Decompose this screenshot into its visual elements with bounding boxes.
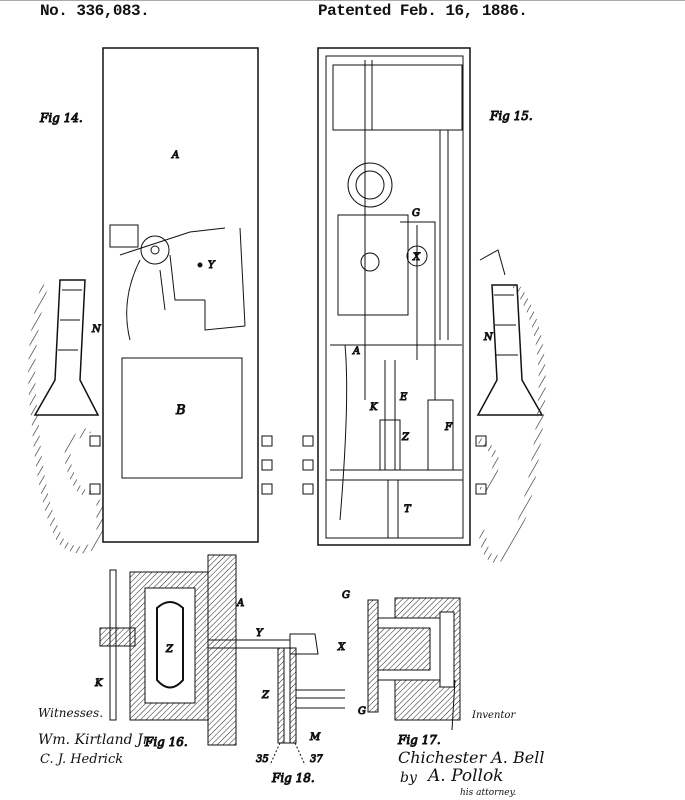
patent-date: Patented Feb. 16, 1886. [318,2,528,20]
fig15-label: Fig 15. [489,109,533,123]
patent-number: No. 336,083. [40,2,150,20]
fig15-handset [476,249,546,563]
witnesses-label: Witnesses. [38,706,104,720]
fig16-part-z: Z [165,644,174,655]
fig14-binding-posts [89,435,273,495]
fig15-part-f: F [444,422,453,433]
fig17-part-g2: G [358,706,366,717]
fig17-section [367,597,461,731]
inventor-signature: Chichester A. Bell [398,748,545,767]
fig15-part-g: G [412,208,420,219]
fig17-part-x: X [337,642,346,653]
inventor-label: Inventor [472,710,516,721]
fig18-part-m: M [309,732,321,743]
fig15-cabinet [317,47,471,546]
fig15-part-z: Z [401,432,410,443]
fig14-cabinet [102,47,259,543]
attorney-signature: A. Pollok [428,766,504,786]
fig15-part-k: K [369,402,378,413]
fig14-label: Fig 14. [39,111,83,125]
fig15-part-n: N [483,332,494,343]
fig18-section [269,647,345,766]
fig18-label: Fig 18. [271,771,315,785]
fig18-part-37: 37 [310,754,323,765]
fig14-part-y: Y [208,260,216,271]
fig15-part-a: A [352,346,360,357]
fig15-tank [332,64,463,131]
fig16-part-a: A [236,598,244,609]
fig15-binding-posts [302,435,487,495]
top-border [0,0,685,1]
fig18-part-z: Z [261,690,270,701]
by-label: by [400,770,417,786]
fig17-label: Fig 17. [397,733,441,747]
witness-1-signature: Wm. Kirtland Jr. [38,732,153,748]
witness-2-signature: C. J. Hedrick [40,752,124,767]
fig14-part-a: A [171,150,179,161]
attorney-label: his attorney. [460,788,517,798]
fig14-part-n: N [91,324,102,335]
fig14-part-b: B [175,403,186,418]
fig17-part-g: G [342,590,350,601]
fig14-handset [28,279,104,554]
fig15-part-t: T [404,504,412,515]
fig14-box-b [121,357,243,479]
fig16-part-k: K [94,678,103,689]
fig15-part-e: E [399,392,408,403]
fig16-part-y: Y [256,628,264,639]
fig16-section [99,554,319,746]
fig18-part-35: 35 [256,754,269,765]
fig15-part-x: X [412,252,421,263]
fig15-cell-f [427,399,454,471]
fig16-label: Fig 16. [144,735,188,749]
